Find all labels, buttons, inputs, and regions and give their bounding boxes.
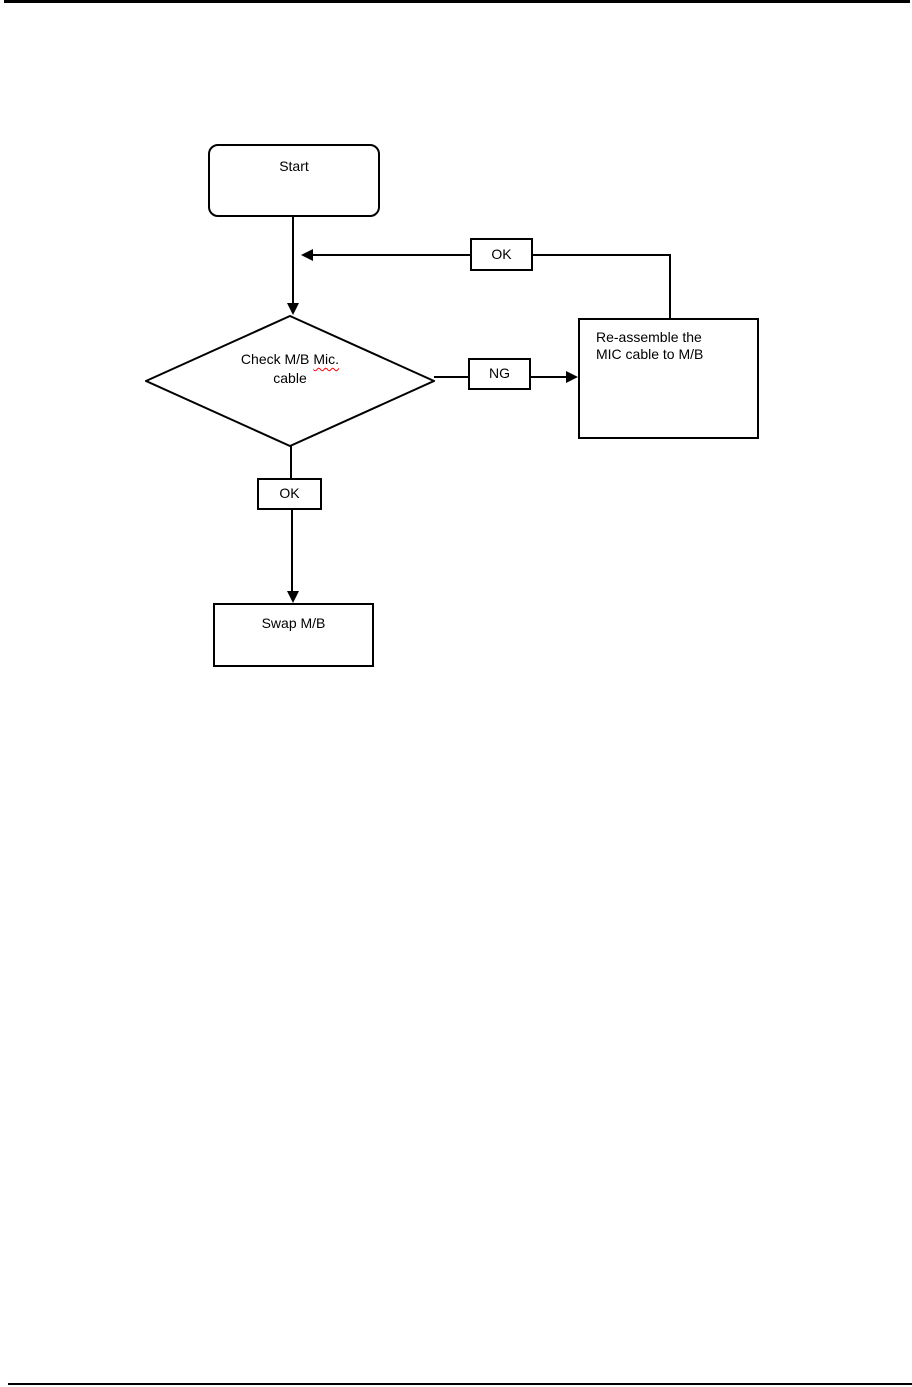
connector-ok-to-swap: [291, 510, 293, 591]
ng-label: NG: [489, 365, 510, 381]
arrowhead-into-swap-icon: [287, 591, 299, 603]
reassemble-label-line1: Re-assemble the: [596, 329, 702, 345]
page-footer-rule: [8, 1383, 912, 1385]
connector-ok-return-left: [313, 254, 470, 256]
decision-label-text: Check M/B: [240, 351, 310, 367]
connector-start-to-decision: [292, 217, 294, 304]
flowchart-node-start: Start: [208, 144, 380, 217]
swap-label: Swap M/B: [261, 615, 326, 631]
flowchart-node-reassemble: Re-assemble the MIC cable to M/B: [578, 318, 759, 439]
connector-ng-to-reassemble: [531, 376, 567, 378]
connector-decision-to-ng: [434, 376, 468, 378]
connector-ok-return-right: [533, 254, 671, 256]
arrowhead-into-decision-icon: [287, 303, 299, 315]
start-label: Start: [279, 158, 309, 174]
ok-top-label: OK: [491, 246, 512, 262]
page-header-rule: [4, 0, 910, 3]
flowchart-label-ok-bottom: OK: [257, 478, 322, 510]
flowchart-label-ok-top: OK: [470, 238, 533, 271]
flowchart-node-swap: Swap M/B: [213, 603, 374, 667]
reassemble-label-line2: MIC cable to M/B: [596, 346, 704, 362]
connector-ok-return-down: [669, 254, 671, 318]
decision-label-line2: cable: [273, 370, 307, 386]
decision-label-misspelled-word: Mic.: [313, 351, 340, 367]
ok-bottom-label: OK: [279, 485, 300, 501]
connector-decision-to-ok: [290, 446, 292, 478]
flowchart-label-ng: NG: [468, 358, 531, 390]
arrowhead-return-junction-icon: [301, 249, 313, 261]
arrowhead-into-reassemble-icon: [566, 371, 578, 383]
